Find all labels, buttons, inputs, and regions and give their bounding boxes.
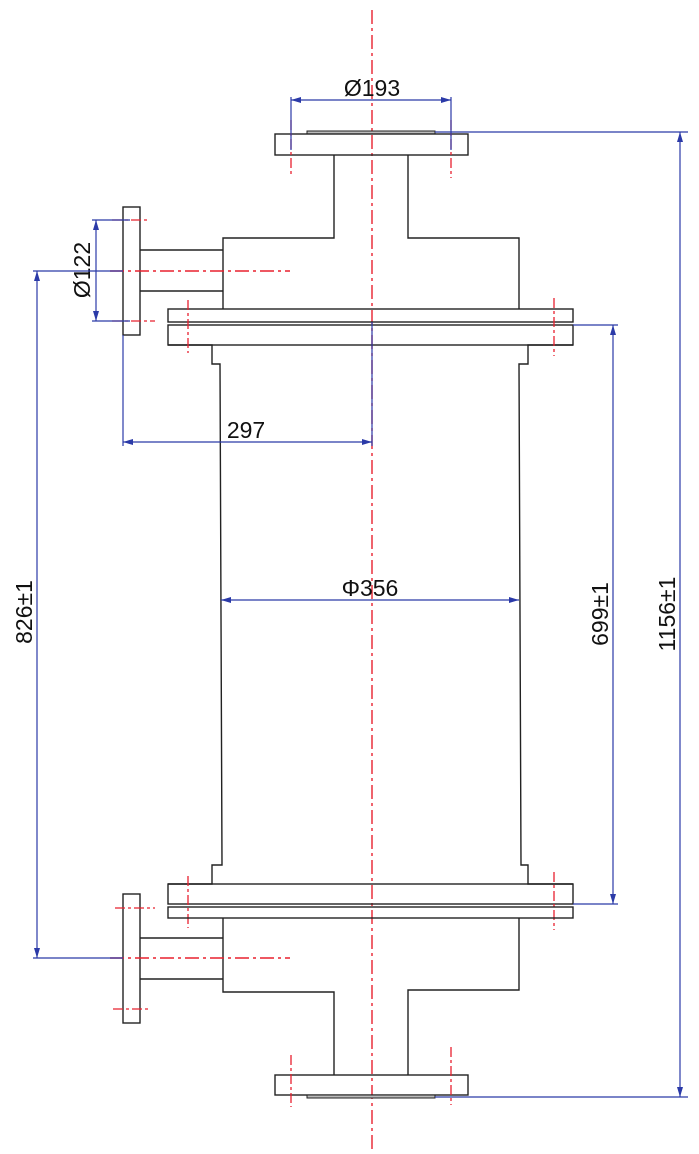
dimension-top-flange: Ø193 bbox=[290, 75, 452, 150]
lower-side-nozzle bbox=[110, 893, 290, 1024]
body-upper-flange bbox=[167, 324, 574, 346]
dimension-side-nozzle: Ø122 bbox=[69, 219, 130, 322]
bottom-neck bbox=[222, 918, 520, 1075]
top-head bbox=[167, 120, 574, 323]
extension-lines bbox=[290, 97, 452, 150]
upper-nozzle-pipe bbox=[140, 249, 223, 292]
dim-193-label: Ø193 bbox=[344, 75, 400, 101]
top-head-flange bbox=[167, 308, 574, 323]
bottom-head-flange bbox=[167, 906, 574, 919]
shell-body bbox=[167, 298, 574, 930]
top-flange bbox=[274, 133, 469, 156]
body-left-wall bbox=[168, 344, 223, 885]
dim-297-label: 297 bbox=[227, 417, 265, 443]
extension-lines bbox=[33, 270, 123, 959]
body-lower-flange bbox=[167, 883, 574, 905]
dimension-nozzle-spacing: 826±1 bbox=[11, 270, 123, 959]
top-neck bbox=[222, 155, 520, 309]
dim-826-label: 826±1 bbox=[11, 580, 37, 644]
dimension-overall-length: 1156±1 bbox=[435, 131, 688, 1098]
dimension-body-length: 699±1 bbox=[573, 324, 618, 905]
bottom-head bbox=[167, 906, 574, 1107]
dim-699-label: 699±1 bbox=[587, 582, 613, 646]
dim-1156-label: 1156±1 bbox=[654, 577, 680, 652]
lower-nozzle-pipe bbox=[140, 937, 223, 980]
dimension-nozzle-offset: 297 bbox=[122, 322, 373, 446]
body-right-wall bbox=[518, 344, 573, 885]
bottom-gasket bbox=[306, 1094, 436, 1099]
upper-side-nozzle bbox=[110, 206, 290, 336]
dim-122-label: Ø122 bbox=[69, 242, 95, 298]
dim-356-label: Φ356 bbox=[342, 575, 399, 601]
extension-lines bbox=[435, 131, 688, 1098]
dimension-body-diameter: Φ356 bbox=[221, 575, 519, 603]
